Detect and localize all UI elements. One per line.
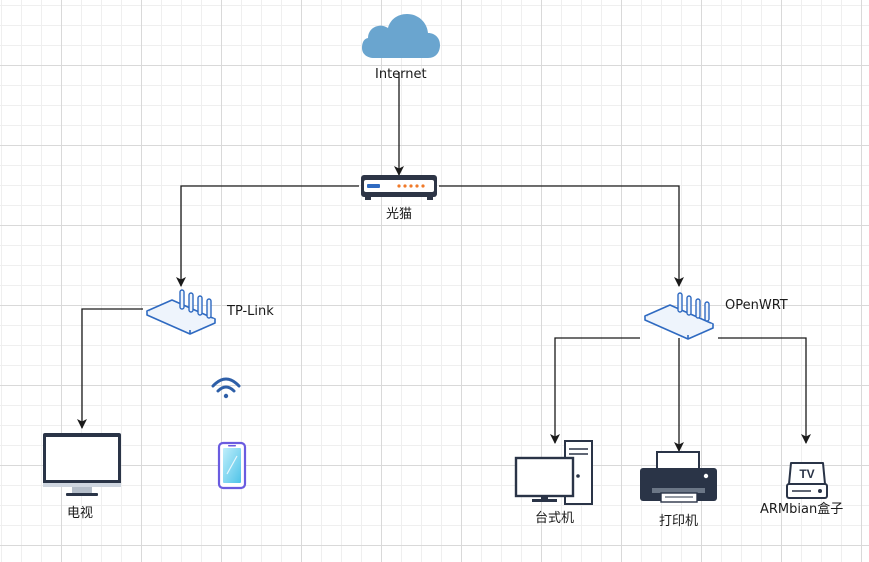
tv-box-label: ARMbian盒子 bbox=[760, 502, 844, 517]
tv-box-icon: TV bbox=[786, 462, 828, 499]
connectors bbox=[77, 72, 811, 452]
openwrt-router-icon bbox=[644, 292, 714, 340]
printer-icon bbox=[640, 451, 717, 503]
edge-onu-tplink bbox=[176, 185, 359, 287]
wifi-icon bbox=[211, 377, 241, 399]
edge-onu-openwrt bbox=[439, 185, 684, 287]
modem-icon bbox=[361, 175, 437, 200]
edge-openwrt-desktop bbox=[550, 337, 640, 444]
modem-label: 光猫 bbox=[386, 207, 413, 222]
tv-badge-text: TV bbox=[799, 467, 814, 481]
desktop-computer-icon bbox=[514, 440, 593, 505]
edge-tplink-tv bbox=[77, 308, 143, 429]
internet-label: Internet bbox=[375, 67, 427, 82]
cloud-icon bbox=[362, 14, 440, 58]
tplink-label: TP-Link bbox=[227, 304, 274, 319]
tv-icon bbox=[43, 433, 121, 496]
phone-icon bbox=[217, 441, 247, 490]
openwrt-label: OPenWRT bbox=[725, 298, 788, 313]
desktop-label: 台式机 bbox=[535, 511, 575, 526]
tplink-router-icon bbox=[146, 289, 216, 335]
printer-label: 打印机 bbox=[659, 514, 699, 529]
tv-label: 电视 bbox=[67, 506, 94, 521]
edge-openwrt-armbian bbox=[718, 337, 811, 444]
